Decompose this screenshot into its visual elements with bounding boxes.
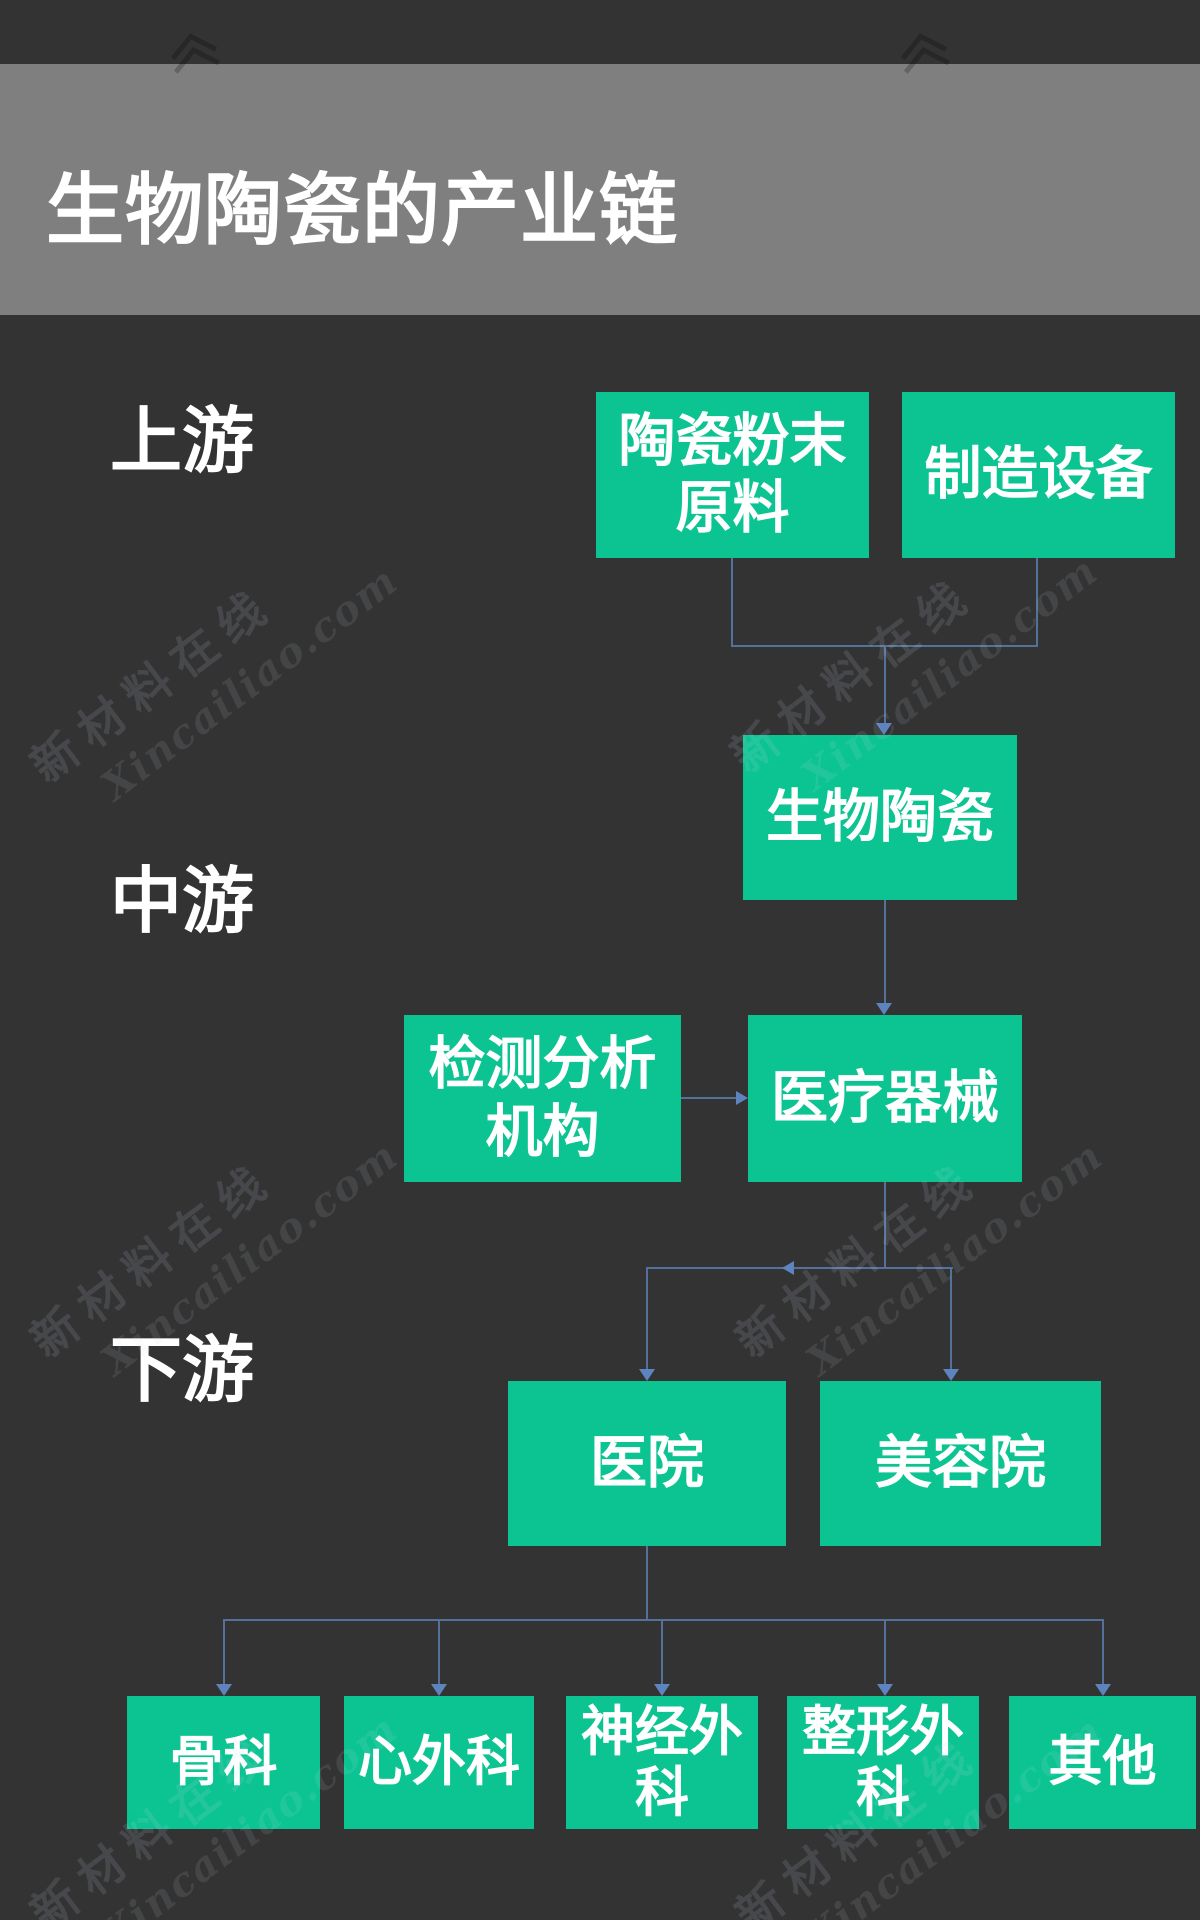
- node-plastic-surgery: 整形外 科: [787, 1696, 979, 1829]
- title-band: [0, 64, 1200, 315]
- stage-label-downstream: 下游: [110, 1328, 255, 1412]
- connector-ceramic-powder-down: [731, 557, 733, 647]
- node-hospital: 医院: [508, 1381, 786, 1546]
- node-orthopedics: 骨科: [127, 1696, 320, 1829]
- node-bioceramics: 生物陶瓷: [743, 735, 1017, 900]
- arrowhead-into-beauty-salon-icon: [943, 1369, 959, 1381]
- node-others: 其他: [1009, 1696, 1196, 1829]
- arrowhead-into-plastic-icon: [877, 1684, 893, 1696]
- connector-to-others: [1102, 1619, 1104, 1685]
- connector-hospital-down: [646, 1546, 648, 1621]
- stage-label-midstream: 中游: [110, 859, 255, 943]
- connector-to-hospital: [646, 1267, 648, 1371]
- connector-devices-split: [646, 1267, 953, 1269]
- top-bar: [0, 0, 1200, 64]
- connector-merge-to-bioceramics: [884, 647, 886, 725]
- page-title: 生物陶瓷的产业链: [46, 166, 679, 256]
- connector-to-beauty-salon: [950, 1267, 952, 1371]
- connector-to-neurosurgery: [661, 1619, 663, 1685]
- connector-upstream-merge: [731, 645, 1038, 647]
- connector-to-cardiac: [438, 1619, 440, 1685]
- node-neurosurgery: 神经外 科: [566, 1696, 758, 1829]
- node-testing: 检测分析 机构: [404, 1015, 681, 1182]
- arrowhead-into-cardiac-icon: [431, 1684, 447, 1696]
- watermark-cn: 新材料在线: [20, 575, 285, 794]
- watermark-en: Xincailiao.com: [92, 556, 408, 810]
- watermark: 新材料在线 Xincailiao.com: [15, 501, 407, 837]
- arrowhead-split-left-icon: [782, 1261, 794, 1275]
- node-cardiac-surgery: 心外科: [344, 1696, 534, 1829]
- connector-to-plastic: [884, 1619, 886, 1685]
- arrowhead-into-devices-left-icon: [736, 1091, 748, 1105]
- connector-testing-to-devices: [681, 1097, 737, 1099]
- node-equipment: 制造设备: [902, 392, 1175, 558]
- arrowhead-into-others-icon: [1095, 1684, 1111, 1696]
- arrowhead-into-orthopedics-icon: [216, 1684, 232, 1696]
- stage-label-upstream: 上游: [110, 399, 255, 483]
- connector-bioceramics-to-devices: [884, 900, 886, 1004]
- connector-departments-rail: [223, 1619, 1104, 1621]
- node-ceramic-powder: 陶瓷粉末 原料: [596, 392, 869, 558]
- node-beauty-salon: 美容院: [820, 1381, 1101, 1546]
- arrowhead-into-hospital-icon: [639, 1369, 655, 1381]
- watermark-cn: 新材料在线: [20, 1150, 285, 1369]
- arrowhead-into-devices-icon: [876, 1003, 892, 1015]
- connector-to-orthopedics: [223, 1619, 225, 1685]
- node-medical-devices: 医疗器械: [748, 1015, 1022, 1182]
- arrowhead-into-bioceramics-icon: [876, 723, 892, 735]
- connector-devices-down: [884, 1182, 886, 1268]
- connector-equipment-down: [1036, 557, 1038, 647]
- arrowhead-into-neurosurgery-icon: [654, 1684, 670, 1696]
